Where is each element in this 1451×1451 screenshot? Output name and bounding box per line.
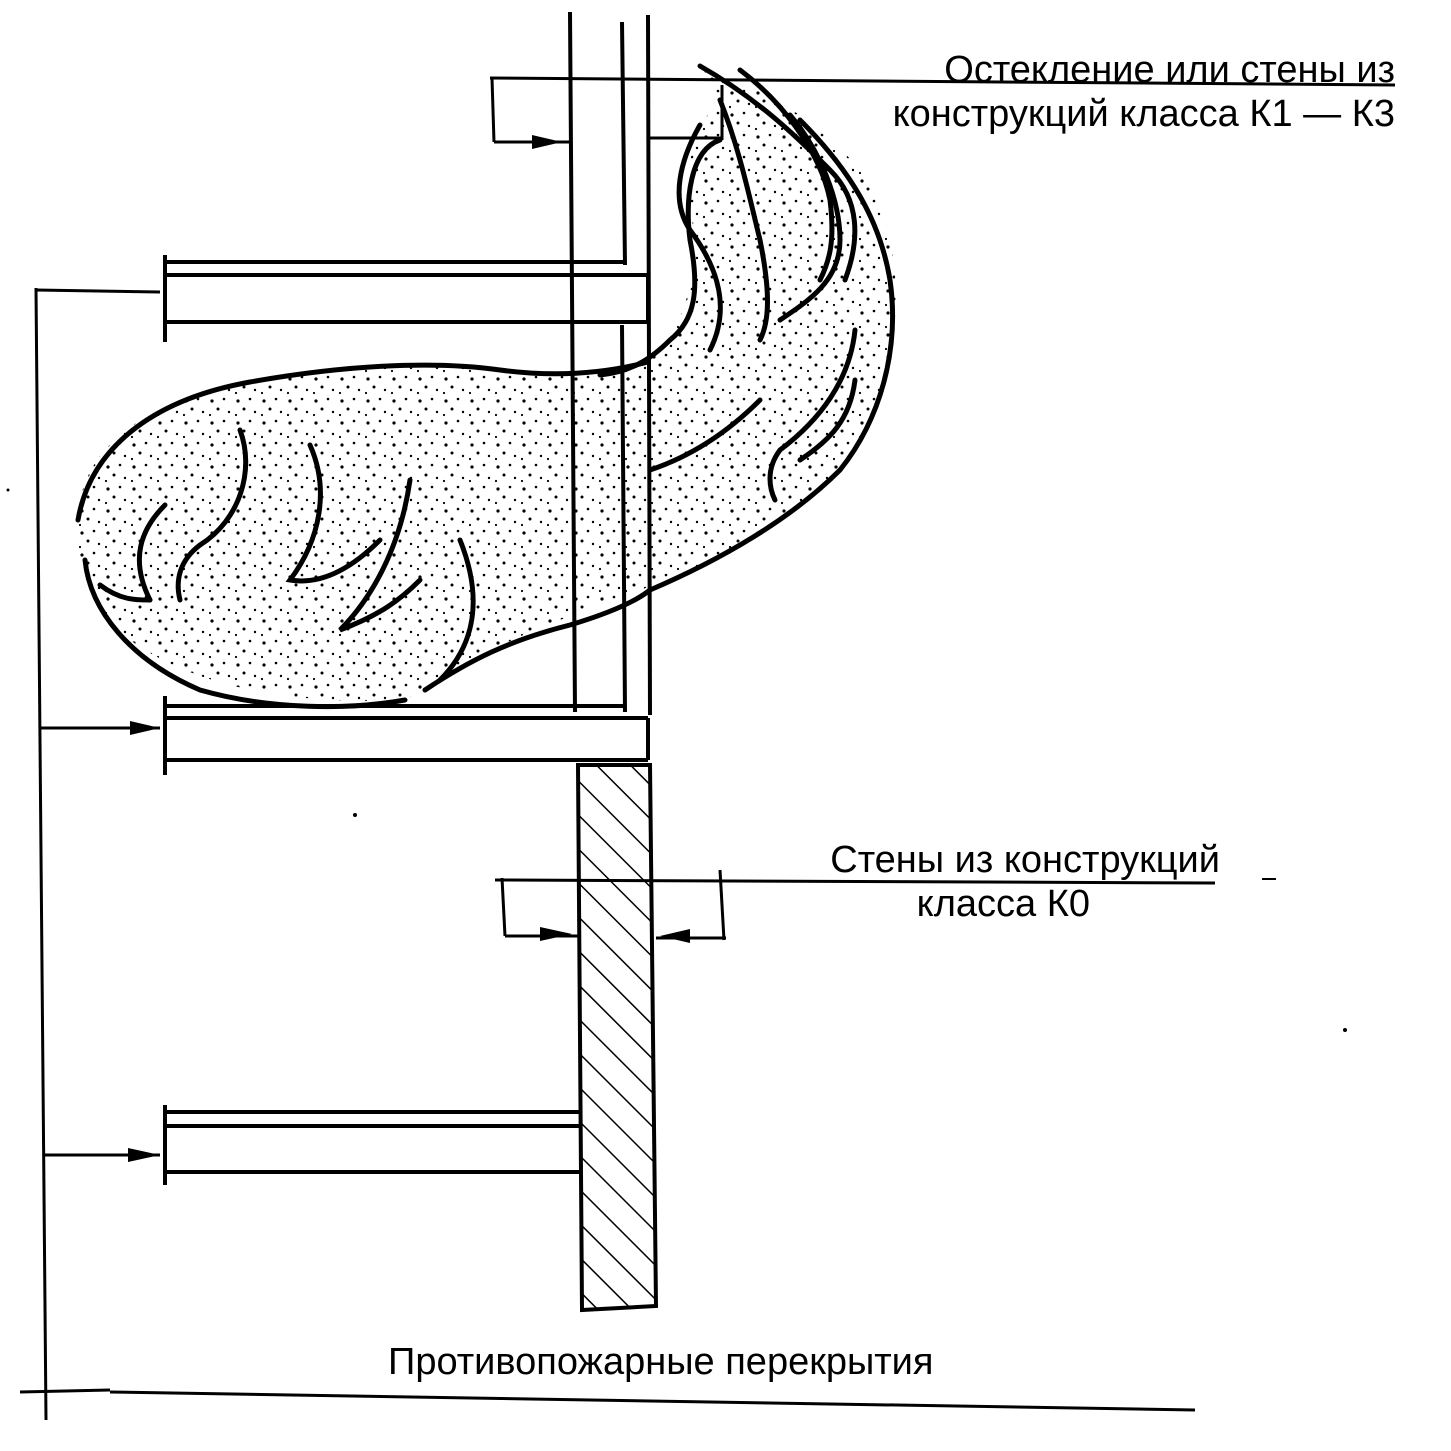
- floor-slab-lower: [163, 1105, 580, 1185]
- label-k0-line1: Стены из конструкций: [830, 839, 1220, 881]
- floor-slab-upper: [163, 255, 650, 342]
- k0-wall-hatched: [575, 763, 659, 1313]
- fire-flame: [75, 63, 896, 710]
- label-glazing-line1: Остекление или стены из: [944, 49, 1395, 91]
- label-k0-line2: класса К0: [916, 883, 1090, 925]
- label-fire-floors: Противопожарные перекрытия: [388, 1341, 934, 1383]
- label-walls-k0: Стены из конструкций класса К0: [755, 838, 1220, 926]
- label-glazing-line2: конструкций класса К1 — К3: [892, 93, 1395, 135]
- floor-slab-middle: [163, 696, 650, 775]
- label-glazing-k1-k3: Остекление или стены из конструкций клас…: [835, 48, 1395, 136]
- stray-marks: [6, 488, 1347, 1032]
- k0-dimension-bracket: [494, 869, 1216, 941]
